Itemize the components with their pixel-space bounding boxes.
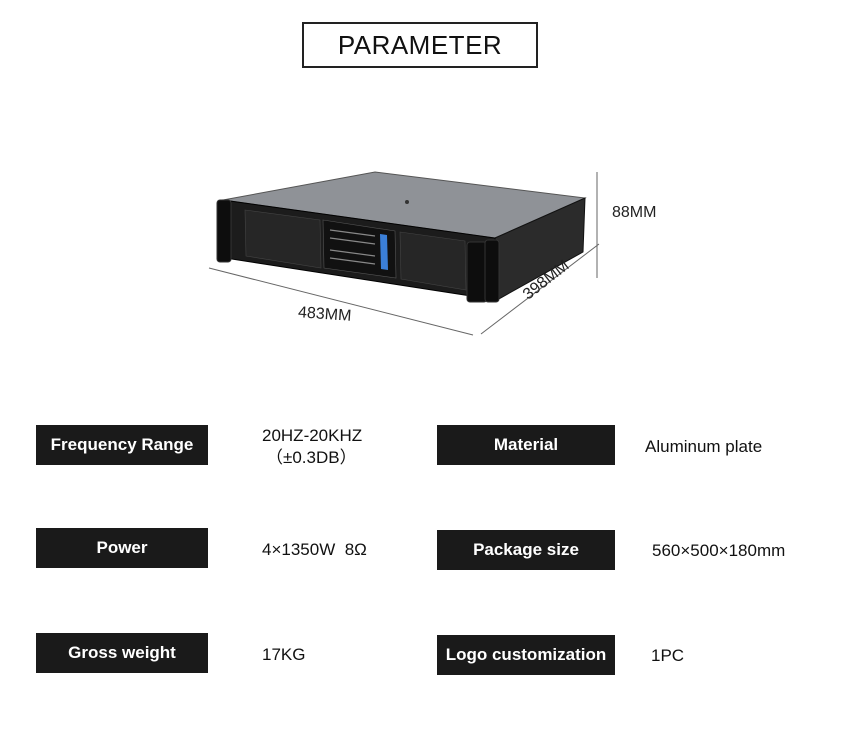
- frequency-range-main: 20HZ-20KHZ: [262, 426, 363, 445]
- gross-weight-value: 17KG: [262, 645, 306, 664]
- frequency-range-value: 20HZ-20KHZ （±0.3DB）: [262, 425, 362, 469]
- logo-customization-value: 1PC: [651, 646, 685, 665]
- power-value: 4×1350W 8Ω: [262, 540, 367, 559]
- gross-weight-label: Gross weight: [36, 633, 208, 673]
- logo-customization-label: Logo customization: [437, 635, 615, 675]
- frequency-range-tolerance: （±0.3DB）: [266, 448, 357, 467]
- width-dimension: 483MM: [297, 304, 352, 325]
- package-size-label: Package size: [437, 530, 615, 570]
- material-label: Material: [437, 425, 615, 465]
- frequency-range-label: Frequency Range: [36, 425, 208, 465]
- width-dimension-line: [208, 267, 474, 336]
- power-label: Power: [36, 528, 208, 568]
- package-size-value: 560×500×180mm: [652, 541, 786, 560]
- height-dimension: 88MM: [612, 204, 657, 221]
- amplifier-image: [208, 171, 600, 336]
- material-value: Aluminum plate: [645, 437, 763, 456]
- depth-dimension-line: [480, 243, 600, 335]
- page-title: PARAMETER: [302, 22, 538, 68]
